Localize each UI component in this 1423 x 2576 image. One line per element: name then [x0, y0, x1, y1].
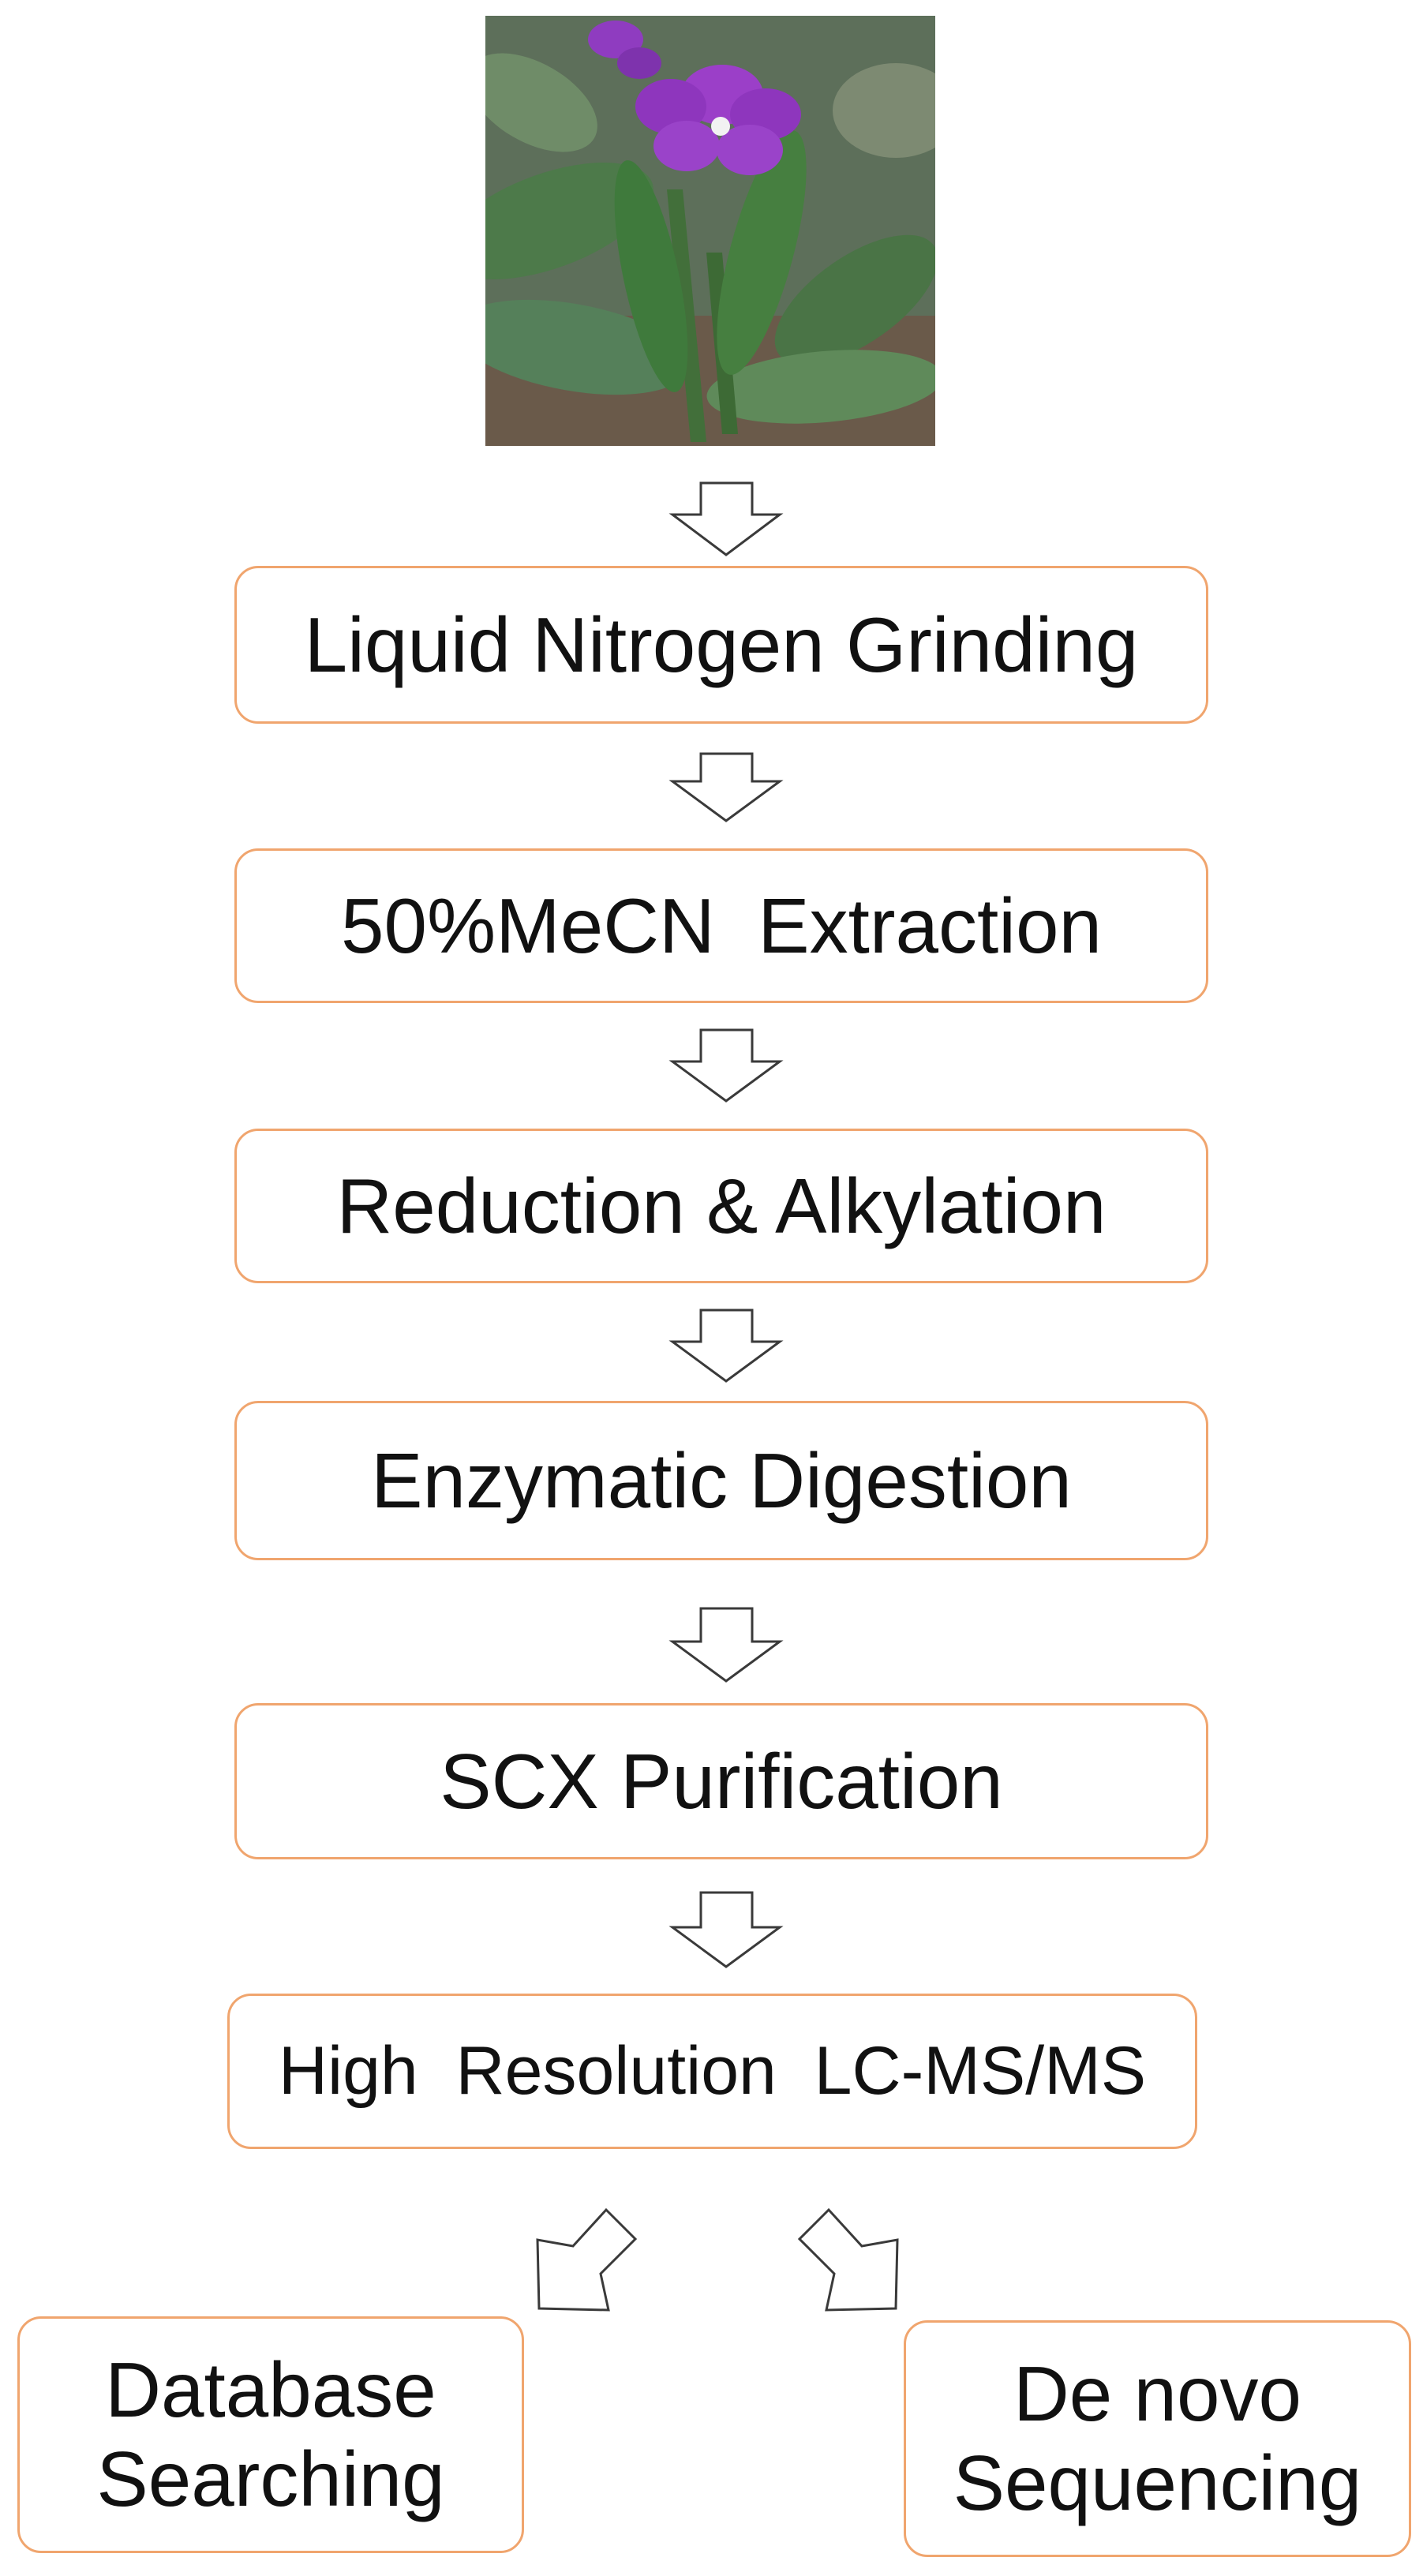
down-arrow-icon — [668, 481, 784, 556]
step-label: High Resolution LC-MS/MS — [278, 2033, 1147, 2109]
outcome-line-2: Sequencing — [953, 2439, 1362, 2526]
step-reduction-alkylation: Reduction & Alkylation — [234, 1129, 1208, 1283]
down-arrow-icon — [668, 1309, 784, 1383]
violet-plant-photo — [485, 16, 935, 446]
down-arrow-icon — [668, 1607, 784, 1683]
step-label: Enzymatic Digestion — [371, 1436, 1072, 1524]
down-right-arrow-icon — [797, 2207, 899, 2312]
down-left-arrow-icon — [536, 2207, 638, 2312]
outcome-line-2: Searching — [96, 2436, 445, 2522]
step-scx-purification: SCX Purification — [234, 1703, 1208, 1859]
down-arrow-icon — [668, 1028, 784, 1103]
outcome-line-1: De novo — [1013, 2350, 1301, 2438]
down-arrow-icon — [668, 752, 784, 822]
step-enzymatic-digestion: Enzymatic Digestion — [234, 1401, 1208, 1560]
step-label: 50%MeCN Extraction — [340, 882, 1103, 969]
step-label: Reduction & Alkylation — [336, 1162, 1107, 1249]
down-arrow-icon — [668, 1891, 784, 1968]
step-label: SCX Purification — [440, 1737, 1003, 1825]
outcome-database-searching: Database Searching — [17, 2316, 524, 2553]
step-mecn-extraction: 50%MeCN Extraction — [234, 848, 1208, 1003]
outcome-de-novo-sequencing: De novo Sequencing — [904, 2320, 1411, 2557]
step-liquid-nitrogen-grinding: Liquid Nitrogen Grinding — [234, 566, 1208, 724]
outcome-line-1: Database — [105, 2346, 436, 2434]
step-lc-ms-ms: High Resolution LC-MS/MS — [227, 1994, 1197, 2149]
step-label: Liquid Nitrogen Grinding — [304, 601, 1139, 688]
